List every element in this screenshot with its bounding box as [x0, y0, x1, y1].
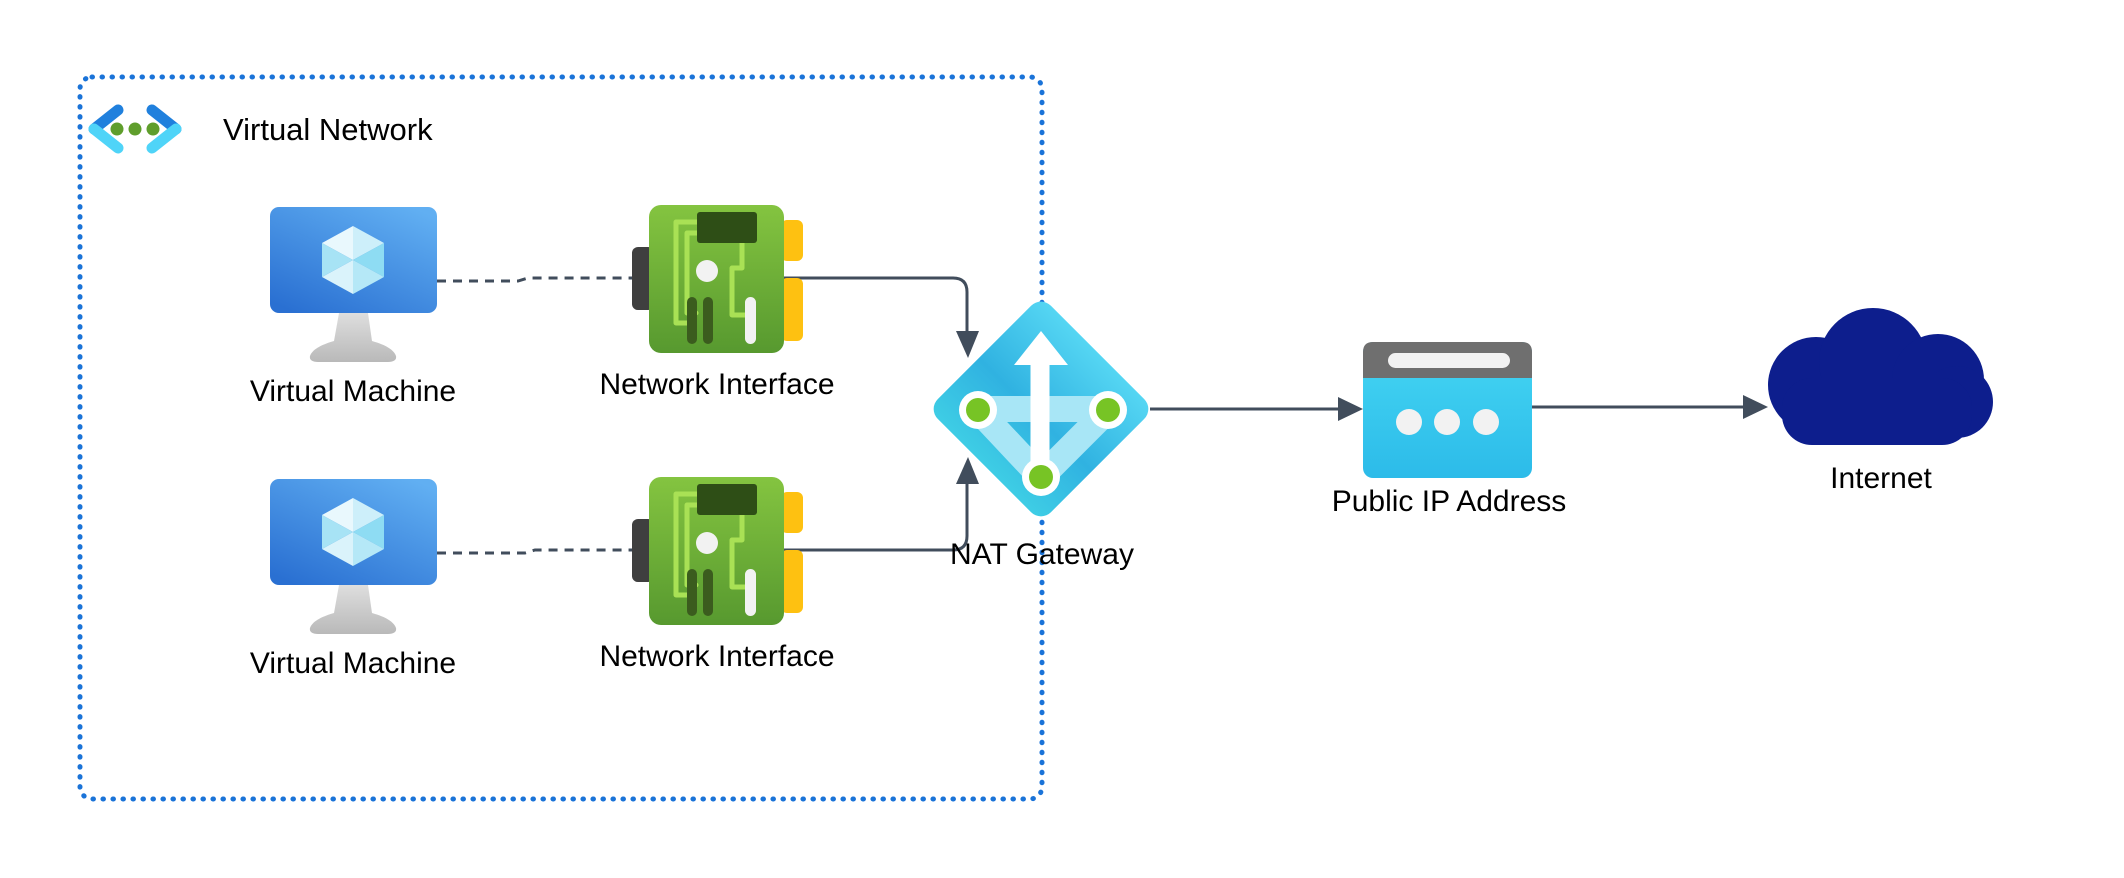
arrowhead-right-icon — [1743, 395, 1768, 419]
virtual-network-label: Virtual Network — [223, 112, 433, 147]
internet-cloud-icon[interactable] — [1768, 308, 1993, 445]
network-interface-top-label: Network Interface — [599, 368, 835, 401]
arrowhead-right-icon — [1338, 397, 1363, 421]
internet-label: Internet — [1830, 462, 1932, 495]
virtual-network-boundary[interactable] — [77, 74, 1045, 802]
network-interface-bottom-label: Network Interface — [599, 640, 835, 673]
connector-nic-bottom-nat — [780, 484, 969, 552]
public-ip-icon[interactable] — [1363, 342, 1532, 478]
connector-nic-top-nat — [780, 276, 969, 331]
nat-gateway-icon[interactable] — [928, 296, 1154, 522]
virtual-machine-bottom-label: Virtual Machine — [249, 647, 457, 680]
connector-vm-top-nic-top — [437, 276, 632, 283]
connector-vm-bottom-nic-bottom — [437, 548, 632, 555]
virtual-network-icon[interactable] — [88, 104, 182, 154]
arrowhead-up-icon — [956, 457, 979, 484]
virtual-machine-icon[interactable] — [270, 207, 437, 362]
nat-gateway-label: NAT Gateway — [950, 538, 1134, 571]
arrowhead-down-icon — [956, 331, 979, 358]
virtual-machine-icon[interactable] — [270, 479, 437, 634]
network-interface-icon[interactable] — [632, 205, 803, 353]
network-interface-icon[interactable] — [632, 477, 803, 625]
public-ip-label: Public IP Address — [1331, 485, 1567, 518]
virtual-machine-top-label: Virtual Machine — [249, 375, 457, 408]
